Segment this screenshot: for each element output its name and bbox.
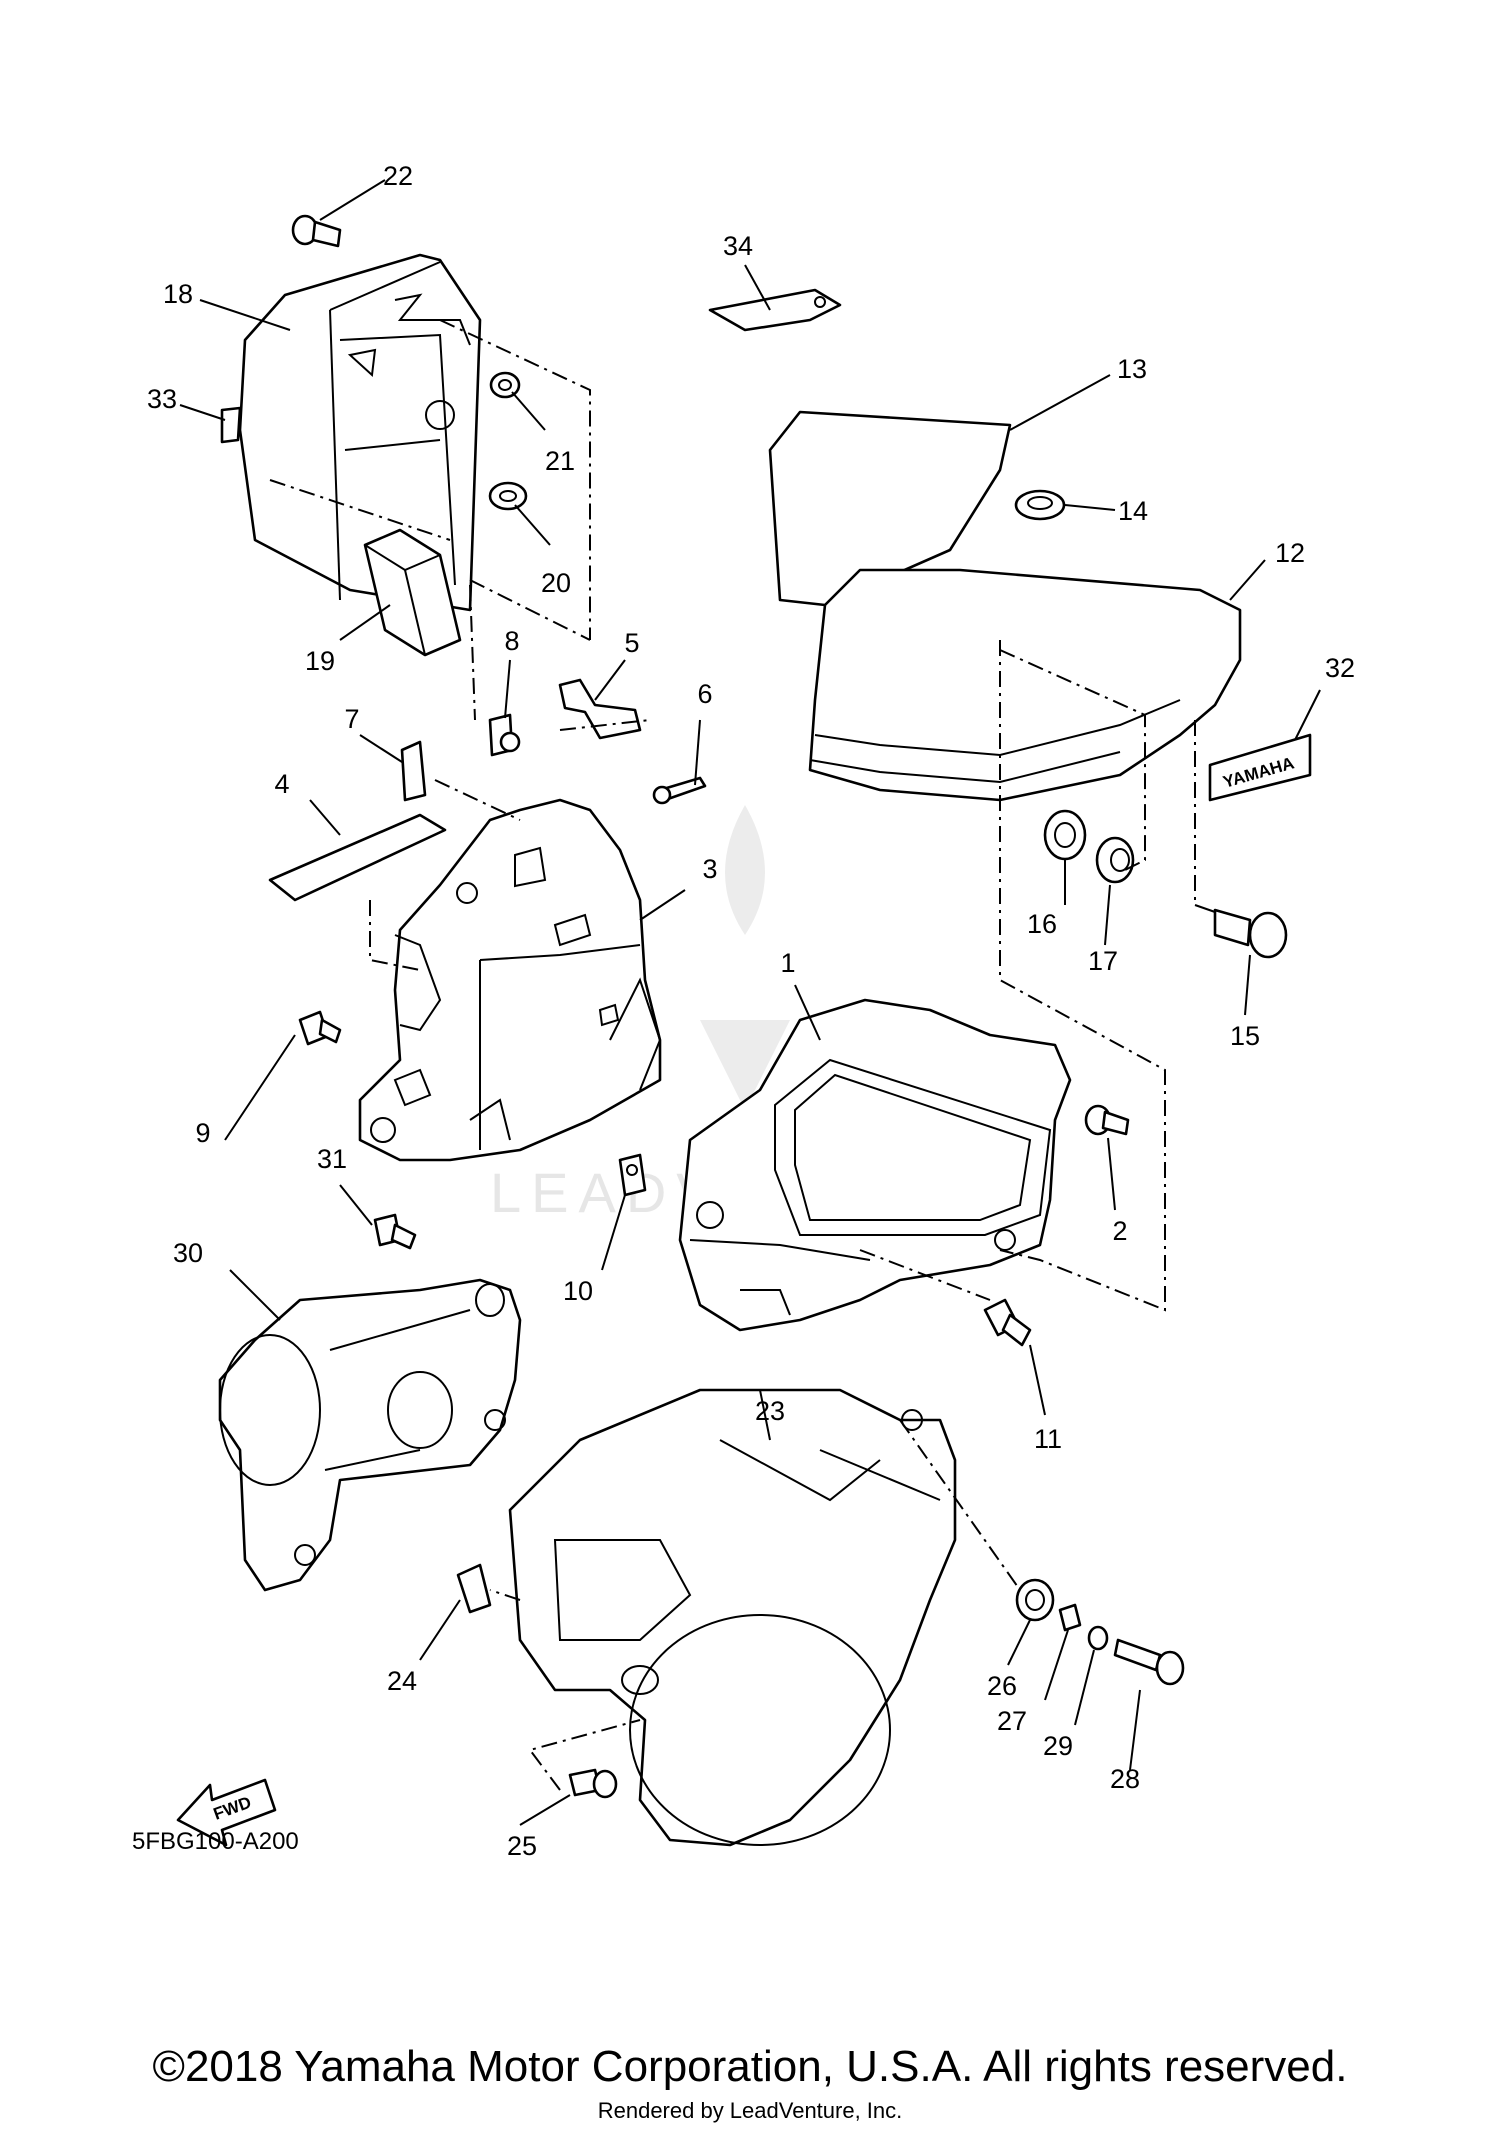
callout-6: 6 bbox=[697, 679, 712, 709]
part-27-collar bbox=[1058, 1603, 1082, 1632]
callout-24: 24 bbox=[387, 1666, 417, 1696]
callout-20: 20 bbox=[541, 568, 571, 598]
part-17-collar bbox=[1095, 836, 1135, 884]
callout-numbers: 22 18 33 21 20 19 34 13 14 12 32 8 5 6 7… bbox=[147, 161, 1355, 1861]
callout-15: 15 bbox=[1230, 1021, 1260, 1051]
part-33-clip bbox=[220, 406, 242, 444]
part-4-foam-sheet bbox=[268, 813, 447, 902]
callout-1: 1 bbox=[780, 948, 795, 978]
callout-19: 19 bbox=[305, 646, 335, 676]
part-11-bolt bbox=[983, 1298, 1032, 1347]
callout-27: 27 bbox=[997, 1706, 1027, 1736]
part-21-grommet bbox=[489, 371, 521, 399]
part-32-emblem: YAMAHA bbox=[1208, 733, 1312, 802]
callout-12: 12 bbox=[1275, 538, 1305, 568]
part-6-pin bbox=[652, 776, 707, 805]
part-18-side-cover bbox=[238, 253, 482, 612]
part-29-washer bbox=[1087, 1625, 1109, 1651]
assembly-lines bbox=[269, 319, 1196, 1791]
rendered-by-notice: Rendered by LeadVenture, Inc. bbox=[597, 2098, 903, 2123]
diagram-code: 5FBG100-A200 bbox=[132, 1828, 299, 1855]
callout-22: 22 bbox=[383, 161, 413, 191]
callout-16: 16 bbox=[1027, 909, 1057, 939]
part-28-bolt bbox=[1113, 1638, 1185, 1686]
callout-11: 11 bbox=[1034, 1424, 1062, 1454]
callout-18: 18 bbox=[163, 279, 193, 309]
callout-28: 28 bbox=[1110, 1764, 1140, 1794]
part-12-side-cover bbox=[808, 568, 1242, 802]
callout-29: 29 bbox=[1043, 1731, 1073, 1761]
callout-23: 23 bbox=[755, 1396, 785, 1426]
callout-3: 3 bbox=[702, 854, 717, 884]
callout-17: 17 bbox=[1088, 946, 1118, 976]
part-9-bolt bbox=[298, 1010, 342, 1046]
callout-34: 34 bbox=[723, 231, 753, 261]
part-16-nut bbox=[1043, 809, 1087, 861]
callout-30: 30 bbox=[173, 1238, 203, 1268]
callout-33: 33 bbox=[147, 384, 177, 414]
callout-26: 26 bbox=[987, 1671, 1017, 1701]
copyright-notice: ©2018 Yamaha Motor Corporation, U.S.A. A… bbox=[152, 2042, 1348, 2091]
callout-4: 4 bbox=[274, 769, 289, 799]
part-30-cover bbox=[218, 1278, 522, 1592]
callout-13: 13 bbox=[1117, 354, 1147, 384]
part-34-pad bbox=[708, 288, 842, 332]
part-24-cap bbox=[456, 1563, 492, 1614]
part-14-grommet bbox=[1014, 489, 1066, 521]
callout-31: 31 bbox=[317, 1144, 347, 1174]
part-20-grommet bbox=[488, 481, 528, 511]
callout-21: 21 bbox=[545, 446, 575, 476]
part-25-bolt bbox=[568, 1768, 618, 1799]
part-15-fastener bbox=[1194, 904, 1288, 959]
callout-25: 25 bbox=[507, 1831, 537, 1861]
callout-7: 7 bbox=[344, 704, 359, 734]
callout-5: 5 bbox=[624, 628, 639, 658]
part-22-screw bbox=[291, 214, 342, 248]
part-7-pad bbox=[400, 740, 427, 802]
part-2-bolt bbox=[1084, 1104, 1130, 1136]
callout-14: 14 bbox=[1118, 496, 1148, 526]
part-1-air-box bbox=[678, 998, 1072, 1332]
leader-lines bbox=[179, 179, 1321, 1826]
part-10-clip bbox=[618, 1153, 647, 1197]
part-19-foam-block bbox=[363, 528, 462, 657]
part-5-bracket bbox=[558, 678, 642, 740]
callout-2: 2 bbox=[1112, 1216, 1127, 1246]
part-13-filter-element bbox=[768, 410, 1012, 607]
callout-10: 10 bbox=[563, 1276, 593, 1306]
part-23-housing bbox=[508, 1388, 957, 1847]
callout-9: 9 bbox=[195, 1118, 210, 1148]
part-3-box bbox=[358, 798, 662, 1162]
callout-8: 8 bbox=[504, 626, 519, 656]
part-31-bolt bbox=[373, 1213, 417, 1250]
callout-32: 32 bbox=[1325, 653, 1355, 683]
part-26-grommet bbox=[1015, 1578, 1055, 1622]
part-8-clip bbox=[488, 713, 521, 757]
fwd-arrow-icon: FWD bbox=[176, 1778, 277, 1847]
